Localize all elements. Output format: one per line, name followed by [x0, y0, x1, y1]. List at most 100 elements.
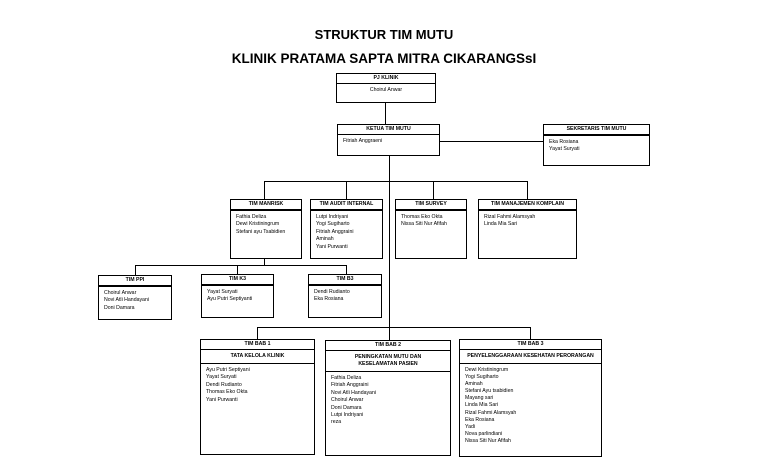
member: Yadi: [465, 423, 475, 430]
connector-teams-row: [264, 181, 528, 182]
node-audit-members: Lutpi Indriyani Yogi Sugiharto Fitriah A…: [311, 211, 382, 254]
node-b3-members: Dendi Rudianto Eka Rosiana: [309, 286, 381, 307]
node-tim-b3: TIM B3 Dendi Rudianto Eka Rosiana: [308, 274, 382, 318]
node-bab2-subheader: PENINGKATAN MUTU DAN KESELAMATAN PASIEN: [326, 351, 450, 372]
member: Mayang sari: [465, 395, 494, 402]
node-ketua-header: KETUA TIM MUTU: [338, 125, 439, 135]
member: Novi Atli Handayani: [331, 389, 376, 396]
member: Stefani ayu Tsabidien: [236, 228, 286, 235]
node-bab1-members: Ayu Putri Septiyani Yayat Suryati Dendi …: [201, 364, 314, 407]
node-pj-klinik-header: PJ KLINIK: [337, 74, 435, 84]
connector-ppi-drop: [135, 265, 136, 275]
member: Yayat Suryati: [207, 289, 238, 295]
member: Dendi Rudianto: [206, 381, 242, 388]
member: Eka Rosiana: [549, 139, 579, 145]
node-bab3-members: Dewi Kristiningrum Yogi Sugiharto Aminah…: [460, 364, 601, 448]
member: Yogi Sugiharto: [465, 374, 499, 381]
member: Fitriah Anggraini: [316, 228, 354, 235]
node-ppi-members: Choirul Anwar Novi Atli Handayani Doni D…: [99, 287, 171, 315]
node-tim-manajemen-komplain: TIM MANAJEMEN KOMPLAIN Rizal Fahmi Alams…: [478, 199, 577, 259]
node-survey-members: Thomas Eko Okta Nissa Siti Nur Afifah: [396, 211, 466, 232]
member: Aminah: [316, 236, 334, 243]
member: Fitriah Anggraini: [331, 382, 369, 389]
node-bab3-header: TIM BAB 3: [460, 340, 601, 350]
member: Fitriah Anggraeni: [343, 138, 383, 144]
member: Aminah: [465, 381, 483, 388]
member: Doni Damara: [331, 404, 362, 411]
member: Nissa Siti Nur Afifah: [401, 221, 447, 228]
node-tim-bab-2: TIM BAB 2 PENINGKATAN MUTU DAN KESELAMAT…: [325, 340, 451, 456]
member: Lutpi Indriyani: [316, 214, 349, 220]
node-ketua-members: Fitriah Anggraeni: [338, 135, 439, 148]
member: Novi Atli Handayani: [104, 297, 149, 304]
node-sekretaris-header: SEKRETARIS TIM MUTU: [544, 125, 649, 136]
connector-k3-drop: [237, 265, 238, 274]
member: Ayu Putri Septiyanti: [207, 296, 253, 303]
node-manrisk-header: TIM MANRISK: [231, 200, 301, 211]
member: Eka Rosiana: [314, 296, 344, 303]
node-survey-header: TIM SURVEY: [396, 200, 466, 211]
node-tim-manrisk: TIM MANRISK Fathia Deliza Dewi Kristinin…: [230, 199, 302, 259]
connector-bab1-drop: [257, 327, 258, 339]
node-k3-members: Yayat Suryati Ayu Putri Septiyanti: [202, 286, 273, 307]
member: Eka Rosiana: [465, 416, 495, 423]
node-bab2-members: Fathia Deliza Fitriah Anggraini Novi Atl…: [326, 372, 450, 430]
member: Yani Purwanti: [316, 243, 348, 250]
member: Fathia Deliza: [331, 375, 362, 381]
node-bab3-subheader: PENYELENGGARAAN KESEHATAN PERORANGAN: [460, 350, 601, 364]
connector-komplain-drop: [527, 181, 528, 199]
member: Yayat Suryati: [549, 146, 580, 153]
connector-ketua-sekretaris: [440, 141, 543, 142]
member: Yani Purwanti: [206, 396, 238, 403]
node-tim-bab-1: TIM BAB 1 TATA KELOLA KLINIK Ayu Putri S…: [200, 339, 315, 455]
member: Choirul Anwar: [369, 87, 403, 93]
node-ppi-header: TIM PPI: [99, 276, 171, 287]
member: reza: [331, 419, 342, 426]
member: Dewi Kristiningrum: [465, 367, 509, 373]
connector-pj-ketua: [385, 103, 386, 124]
node-manrisk-members: Fathia Deliza Dewi Kristiningrum Stefani…: [231, 211, 301, 239]
node-komplain-header: TIM MANAJEMEN KOMPLAIN: [479, 200, 576, 211]
chart-title: STRUKTUR TIM MUTU: [314, 27, 454, 42]
member: Linda Mia Sari: [465, 402, 499, 409]
connector-b3-drop: [346, 265, 347, 274]
node-bab1-header: TIM BAB 1: [201, 340, 314, 350]
node-pj-klinik-members: Choirul Anwar: [337, 84, 435, 97]
connector-main-trunk: [389, 156, 390, 340]
member: Lutpi Indriyani: [331, 412, 364, 419]
node-tim-survey: TIM SURVEY Thomas Eko Okta Nissa Siti Nu…: [395, 199, 467, 259]
connector-manrisk-sub: [264, 259, 265, 265]
member: Linda Mia Sari: [484, 221, 518, 228]
member: Doni Damara: [104, 304, 135, 311]
member: Nova parlindiani: [465, 430, 503, 437]
connector-manrisk-drop: [264, 181, 265, 199]
node-tim-audit-internal: TIM AUDIT INTERNAL Lutpi Indriyani Yogi …: [310, 199, 383, 259]
connector-bab3-drop: [530, 327, 531, 339]
node-tim-k3: TIM K3 Yayat Suryati Ayu Putri Septiyant…: [201, 274, 274, 318]
node-sekretaris-members: Eka Rosiana Yayat Suryati: [544, 136, 649, 157]
member: Nissa Siti Nur Afifah: [465, 437, 511, 444]
member: Yogi Sugiharto: [316, 221, 350, 228]
node-bab2-header: TIM BAB 2: [326, 341, 450, 351]
member: Dewi Kristiningrum: [236, 221, 280, 228]
node-pj-klinik: PJ KLINIK Choirul Anwar: [336, 73, 436, 103]
node-audit-header: TIM AUDIT INTERNAL: [311, 200, 382, 211]
node-sekretaris-tim-mutu: SEKRETARIS TIM MUTU Eka Rosiana Yayat Su…: [543, 124, 650, 166]
node-ketua-tim-mutu: KETUA TIM MUTU Fitriah Anggraeni: [337, 124, 440, 156]
connector-audit-drop: [346, 181, 347, 199]
member: Fathia Deliza: [236, 214, 267, 220]
member: Choirul Anwar: [331, 397, 364, 404]
chart-subtitle: KLINIK PRATAMA SAPTA MITRA CIKARANGSsI: [231, 51, 537, 66]
member: Thomas Eko Okta: [206, 389, 248, 396]
node-tim-ppi: TIM PPI Choirul Anwar Novi Atli Handayan…: [98, 275, 172, 320]
node-tim-bab-3: TIM BAB 3 PENYELENGGARAAN KESEHATAN PERO…: [459, 339, 602, 457]
member: Choirul Anwar: [104, 290, 137, 296]
member: Thomas Eko Okta: [401, 214, 443, 220]
node-b3-header: TIM B3: [309, 275, 381, 286]
connector-bab-row: [257, 327, 530, 328]
node-k3-header: TIM K3: [202, 275, 273, 286]
connector-survey-drop: [433, 181, 434, 199]
member: Stefani Ayu tsabidien: [465, 388, 514, 395]
node-komplain-members: Rizal Fahmi Alamsyah Linda Mia Sari: [479, 211, 576, 232]
member: Dendi Rudianto: [314, 289, 350, 295]
